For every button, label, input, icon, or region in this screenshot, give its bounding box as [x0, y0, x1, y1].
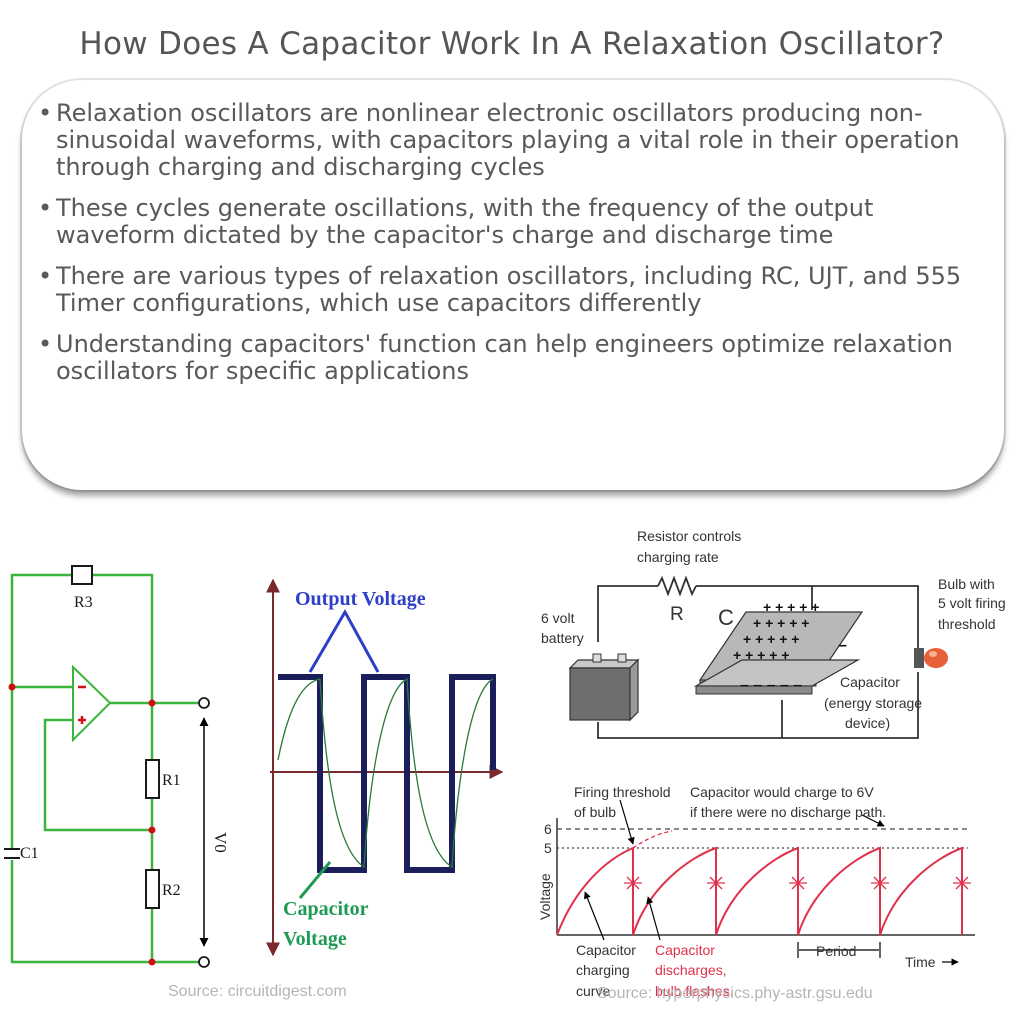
capacitor-voltage-label-1: Capacitor [283, 898, 369, 920]
bulb-label-2: 5 volt firing [938, 595, 1006, 611]
capacitor-voltage-curve [277, 677, 494, 869]
label-r: R [670, 604, 684, 625]
opamp-symbol [72, 664, 112, 743]
would-charge-label-2: if there were no discharge path. [690, 804, 886, 820]
battery-label-1: 6 volt [541, 610, 575, 626]
bullet-text: Relaxation oscillators are nonlinear ele… [56, 99, 960, 181]
capacitor-label-3: device) [845, 715, 890, 731]
bullet-list: •Relaxation oscillators are nonlinear el… [36, 100, 986, 399]
label-r3: R3 [74, 594, 93, 611]
discharge-label-3: bulb flashes. [655, 983, 734, 999]
label-r1: R1 [162, 772, 181, 789]
period-label: Period [816, 943, 856, 959]
discharge-label-2: discharges, [655, 962, 727, 978]
y-tick-5: 5 [544, 840, 552, 856]
plate-charges-plus: + + + + + + + + + + + + + + + + + + + + [733, 599, 823, 663]
y-tick-6: 6 [544, 821, 552, 837]
resistor-note-2: charging rate [637, 549, 719, 565]
capacitor-plates: + + + + + + + + + + + + + + + + + + + + … [693, 599, 864, 695]
would-charge-pointer [861, 814, 885, 827]
source-caption-left: Source: circuitdigest.com [168, 983, 347, 1000]
resistor-r3 [71, 565, 93, 585]
firing-pointer [619, 799, 635, 845]
charging-curve-label-3: curve [576, 983, 610, 999]
would-charge-label-1: Capacitor would charge to 6V [690, 784, 874, 800]
opamp-pins [78, 685, 86, 724]
bullet-item: •Understanding capacitors' function can … [36, 331, 986, 385]
firing-threshold-label-1: Firing threshold [574, 784, 671, 800]
firing-threshold-label-2: of bulb [574, 804, 616, 820]
bullet-marker: • [38, 262, 53, 290]
bullet-text: These cycles generate oscillations, with… [56, 194, 874, 249]
bullet-marker: • [38, 330, 53, 358]
flash-stars [624, 874, 971, 892]
discharge-label-1: Capacitor [655, 942, 715, 958]
charging-curve-label-1: Capacitor [576, 942, 636, 958]
resistor-note-1: Resistor controls [637, 528, 741, 544]
charging-sawtooth [556, 846, 963, 936]
label-r2: R2 [162, 882, 181, 899]
resistor-r2 [145, 869, 160, 909]
bulb-label-3: threshold [938, 616, 996, 632]
page-title: How Does A Capacitor Work In A Relaxatio… [79, 26, 945, 62]
resistor-r1 [145, 759, 160, 799]
bullet-item: •There are various types of relaxation o… [36, 263, 986, 317]
no-discharge-curve [632, 830, 673, 849]
label-c: C [718, 605, 734, 630]
curve-pointer [584, 891, 605, 941]
bulb-icon [914, 648, 948, 668]
plate-charges-minus: – – – – – [740, 677, 802, 694]
output-voltage-pointer [308, 608, 380, 673]
output-square-wave [278, 674, 496, 873]
bullet-marker: • [38, 194, 53, 222]
opamp-circuit [10, 573, 200, 964]
bulb-label-1: Bulb with [938, 576, 995, 592]
flash-markers [632, 853, 963, 935]
battery-label-2: battery [541, 630, 584, 646]
charging-curve-label-2: charging [576, 962, 630, 978]
bulb-circuit-wires [597, 585, 919, 739]
bullet-item: •Relaxation oscillators are nonlinear el… [36, 100, 986, 181]
capacitor-voltage-pointer [298, 861, 332, 899]
label-c1: C1 [20, 845, 39, 862]
capacitor-voltage-label-2: Voltage [283, 928, 347, 950]
diagram-area: R3 R1 R2 C1 V0 Output Voltage Capacitor … [3, 528, 1006, 999]
discharge-pointer [646, 896, 661, 941]
summary-card [22, 80, 1004, 490]
bullet-marker: • [38, 99, 53, 127]
capacitor-label-1: Capacitor [840, 674, 900, 690]
source-caption-right: Source: hyperphysics.phy-astr.gsu.edu [597, 985, 873, 1002]
battery [568, 653, 640, 722]
output-voltage-label: Output Voltage [295, 588, 426, 610]
capacitor-label-2: (energy storage [824, 695, 922, 711]
label-vo: V0 [211, 832, 230, 853]
y-axis-label: Voltage [537, 873, 553, 920]
output-terminal-top [198, 697, 210, 709]
capacitor-c1 [3, 848, 21, 860]
resistor-zigzag [657, 575, 697, 597]
bullet-text: There are various types of relaxation os… [56, 262, 962, 317]
junction-dots [8, 683, 156, 966]
bullet-item: •These cycles generate oscillations, wit… [36, 195, 986, 249]
time-label: Time [905, 954, 936, 970]
plate-charges-minus-side: – [838, 637, 847, 654]
bullet-text: Understanding capacitors' function can h… [56, 330, 953, 385]
output-terminal-bottom [198, 956, 210, 968]
